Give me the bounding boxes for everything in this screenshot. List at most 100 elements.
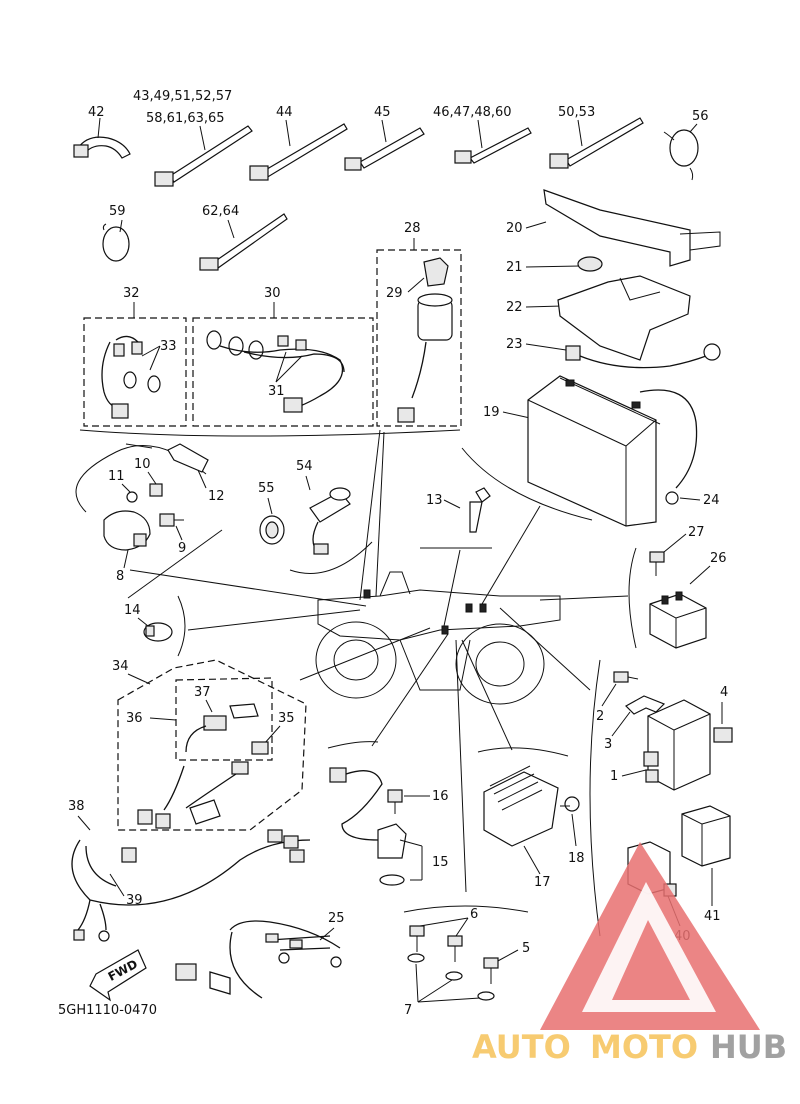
leader-8 — [123, 549, 129, 569]
callout-group-43-b: 58,61,63,65 — [146, 111, 225, 126]
part-37-fuse — [185, 703, 259, 753]
box-36 — [175, 677, 273, 761]
callout-29: 29 — [386, 286, 403, 301]
leader-39 — [109, 873, 125, 897]
part-28-main-switch — [397, 257, 453, 423]
leader-12 — [197, 469, 207, 489]
leader-36 — [149, 717, 177, 721]
battery-group-bracket — [461, 447, 593, 521]
relay-group-bracket — [628, 547, 637, 649]
callout-2: 2 — [596, 709, 604, 724]
part-14-thermo-switch — [143, 622, 173, 642]
callout-41: 41 — [704, 909, 721, 924]
leader-54 — [305, 475, 311, 491]
part-9-bolt — [159, 513, 184, 527]
part-35-fuse-holder — [137, 741, 269, 829]
callout-7: 7 — [404, 1003, 412, 1018]
coil-group-bracket — [127, 529, 223, 599]
callout-34: 34 — [112, 659, 129, 674]
leader-21 — [525, 265, 581, 268]
callout-11: 11 — [108, 469, 125, 484]
callout-10: 10 — [134, 457, 151, 472]
callout-15: 15 — [432, 855, 449, 870]
part-25-starter-lead — [175, 920, 342, 999]
callout-38: 38 — [68, 799, 85, 814]
part-30-sub-lead — [206, 330, 345, 413]
callout-26: 26 — [710, 551, 727, 566]
part-21-damper — [577, 256, 603, 272]
part-56-band — [663, 123, 699, 181]
leader-10 — [147, 471, 157, 485]
leader-1 — [621, 769, 647, 777]
callout-24: 24 — [703, 493, 720, 508]
box-32 — [83, 317, 187, 427]
part-23-battery-lead — [565, 343, 721, 369]
sensor15-bracket — [327, 741, 379, 749]
leader-38 — [77, 815, 91, 831]
callout-37: 37 — [194, 685, 211, 700]
part-16-bolt — [387, 789, 403, 814]
leader-33 — [141, 345, 161, 371]
part-43-cable-tie — [154, 125, 253, 187]
leader-7 — [415, 963, 481, 1003]
leader-2 — [601, 683, 617, 707]
callout-group-43-a: 43,49,51,52,57 — [133, 89, 232, 104]
leader-6 — [419, 917, 469, 937]
part-32-sub-lead — [101, 335, 161, 419]
watermark-text-auto: AUTO — [472, 1028, 571, 1066]
callout-5: 5 — [522, 941, 530, 956]
part-12-plug-cap — [125, 443, 209, 473]
leader-18 — [571, 813, 577, 847]
part-24-negative-lead — [639, 389, 698, 505]
callout-6: 6 — [470, 907, 478, 922]
fwd-direction-arrow: FWD — [89, 949, 147, 1002]
leader-11 — [121, 483, 131, 493]
part-5-bolt — [483, 957, 499, 984]
part-15-speed-sensor — [329, 767, 407, 886]
part-2-bolt — [613, 671, 639, 683]
callout-56: 56 — [692, 109, 709, 124]
leader-17 — [523, 845, 541, 875]
callout-14: 14 — [124, 603, 141, 618]
leader-23 — [525, 343, 567, 351]
callout-21: 21 — [506, 260, 523, 275]
callout-3: 3 — [604, 737, 612, 752]
callout-59: 59 — [109, 204, 126, 219]
leader-24 — [679, 497, 701, 501]
boxes-group-bracket — [79, 429, 461, 437]
leader-22 — [525, 305, 563, 308]
leader-13 — [443, 499, 461, 509]
callout-44: 44 — [276, 105, 293, 120]
part-44-cable-tie — [249, 119, 348, 181]
rectifier-bracket — [477, 747, 569, 757]
part-45-cable-tie — [344, 119, 425, 171]
callout-45: 45 — [374, 105, 391, 120]
callout-group-46: 46,47,48,60 — [433, 105, 512, 120]
leader-27 — [663, 533, 687, 553]
part-20-battery-band — [543, 189, 721, 267]
part-62-cable-tie — [199, 213, 288, 271]
leader-15 — [399, 839, 423, 881]
callout-39: 39 — [126, 893, 143, 908]
callout-35: 35 — [278, 711, 295, 726]
part-22-battery-cover — [557, 275, 691, 361]
leader-3 — [611, 711, 631, 737]
leader-34 — [127, 673, 151, 685]
part-8-ignition-coil — [103, 510, 151, 551]
callout-42: 42 — [88, 105, 105, 120]
callout-13: 13 — [426, 493, 443, 508]
bolts-bracket — [403, 905, 529, 913]
callout-17: 17 — [534, 875, 551, 890]
part-26-starter-relay — [649, 591, 707, 649]
leader-20 — [525, 221, 547, 229]
watermark-text-hub: HUB — [710, 1028, 787, 1066]
callout-25: 25 — [328, 911, 345, 926]
part-10-bolt — [149, 483, 163, 497]
callout-27: 27 — [688, 525, 705, 540]
callout-33: 33 — [160, 339, 177, 354]
callout-1: 1 — [610, 769, 618, 784]
leader-37 — [205, 699, 213, 713]
part-46-cable-tie — [454, 119, 532, 164]
callout-30: 30 — [264, 286, 281, 301]
callout-55: 55 — [258, 481, 275, 496]
